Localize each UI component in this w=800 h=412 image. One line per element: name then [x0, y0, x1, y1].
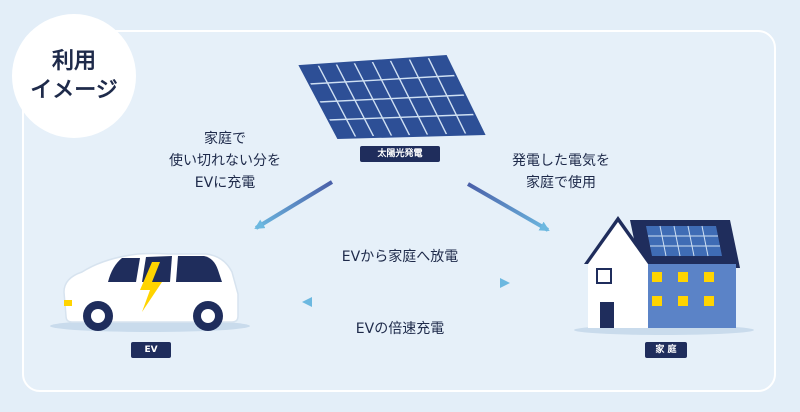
surplus-line-3: EVに充電 — [194, 175, 256, 191]
badge-line-2: イメージ — [30, 78, 118, 103]
house-icon — [574, 216, 754, 335]
generated-label: 発電した電気を 家庭で使用 — [496, 150, 626, 194]
surplus-label: 家庭で 使い切れない分を EVに充電 — [150, 128, 300, 194]
roof-solar-panel-icon — [646, 225, 722, 257]
ev-to-home-label: EVから家庭へ放電 — [341, 249, 459, 265]
usage-image-badge: 利用 イメージ — [12, 14, 136, 138]
ev-tag: EV — [131, 342, 171, 358]
badge-line-1: 利用 — [51, 49, 96, 74]
generated-line-2: 家庭で使用 — [526, 175, 596, 191]
surplus-line-1: 家庭で — [204, 131, 246, 147]
home-tag: 家 庭 — [645, 342, 687, 358]
generated-line-1: 発電した電気を — [512, 153, 610, 169]
ev-car-icon — [50, 252, 250, 332]
solar-tag: 太陽光発電 — [360, 146, 440, 162]
charge-label: EVの倍速充電 — [355, 321, 445, 337]
surplus-line-2: 使い切れない分を — [169, 153, 281, 169]
arrow-solar-to-ev — [254, 180, 334, 230]
arrow-solar-to-home — [467, 182, 550, 232]
solar-panel-icon — [298, 54, 486, 140]
